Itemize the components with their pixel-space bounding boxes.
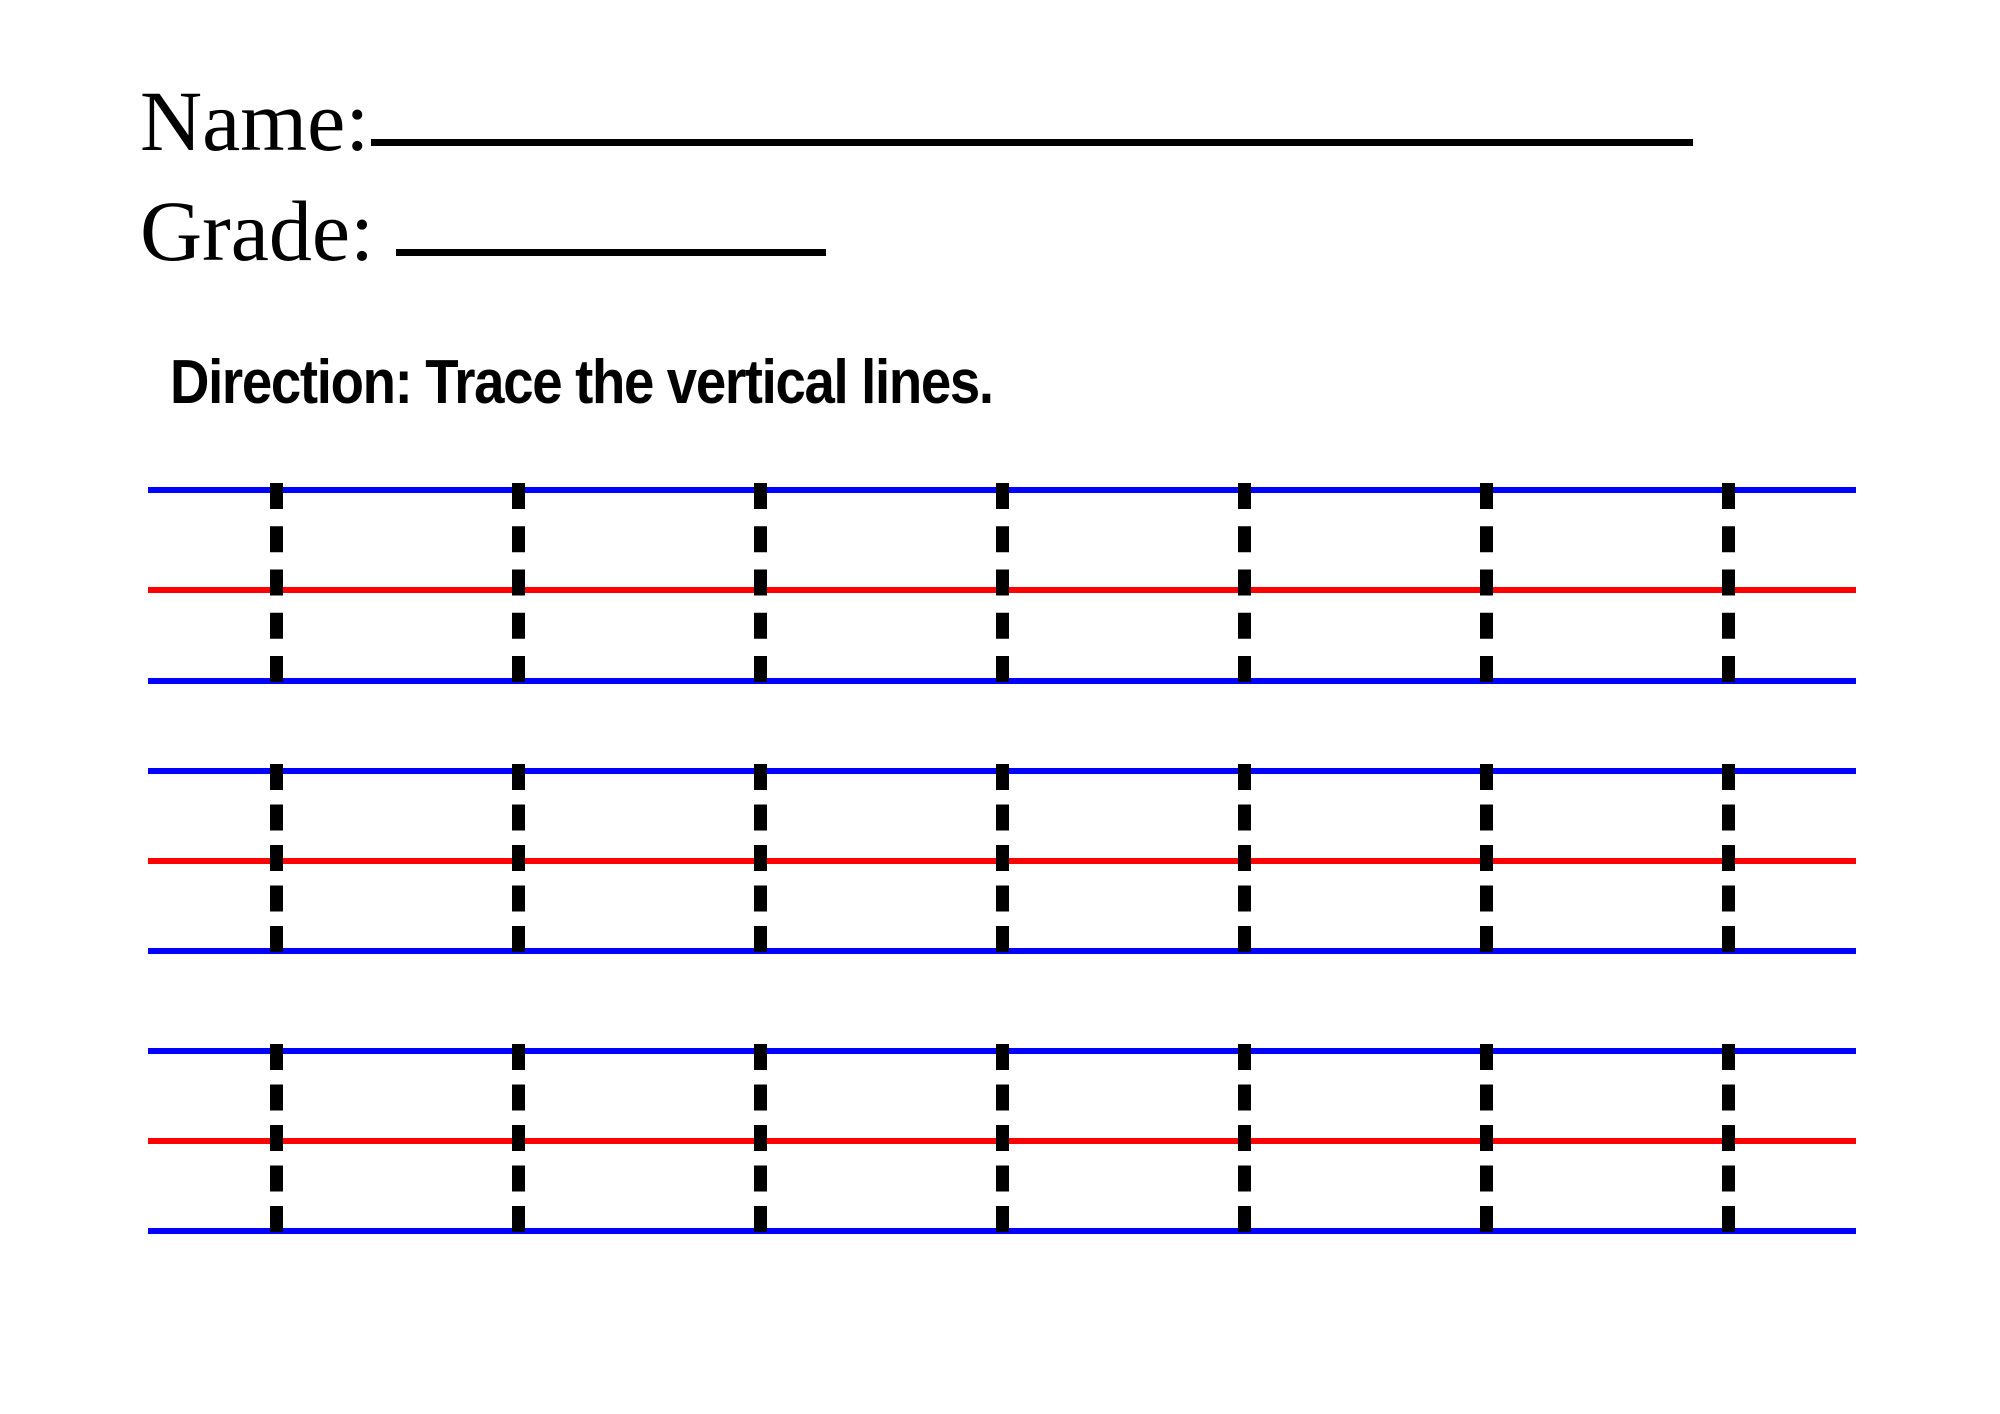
name-field-input-rule[interactable] <box>371 139 1694 146</box>
guide-line-middle <box>148 1138 1856 1144</box>
vertical-trace-stroke[interactable] <box>996 483 1009 682</box>
guide-line-middle <box>148 858 1856 864</box>
practice-row <box>148 1044 1856 1234</box>
guide-line-bottom <box>148 948 1856 954</box>
vertical-trace-stroke[interactable] <box>1238 483 1251 682</box>
trace-stroke-layer <box>148 483 1856 682</box>
grade-field-row: Grade: <box>140 188 826 274</box>
vertical-trace-stroke[interactable] <box>1722 483 1735 682</box>
practice-row <box>148 764 1856 954</box>
grade-field-input-rule[interactable] <box>395 249 826 256</box>
vertical-trace-stroke[interactable] <box>270 483 283 682</box>
guide-line-top <box>148 487 1856 493</box>
guide-line-top <box>148 768 1856 774</box>
vertical-trace-stroke[interactable] <box>754 483 767 682</box>
name-field-row: Name: <box>140 73 1694 169</box>
grade-field-label: Grade: <box>140 183 374 279</box>
guide-line-top <box>148 1048 1856 1054</box>
vertical-trace-stroke[interactable] <box>512 483 525 682</box>
guide-line-bottom <box>148 1228 1856 1234</box>
instruction-text: Direction: Trace the vertical lines. <box>170 348 994 417</box>
practice-row <box>148 483 1856 684</box>
vertical-trace-stroke[interactable] <box>1480 483 1493 682</box>
guide-line-middle <box>148 587 1856 593</box>
guide-line-bottom <box>148 678 1856 684</box>
name-field-label: Name: <box>140 73 370 169</box>
